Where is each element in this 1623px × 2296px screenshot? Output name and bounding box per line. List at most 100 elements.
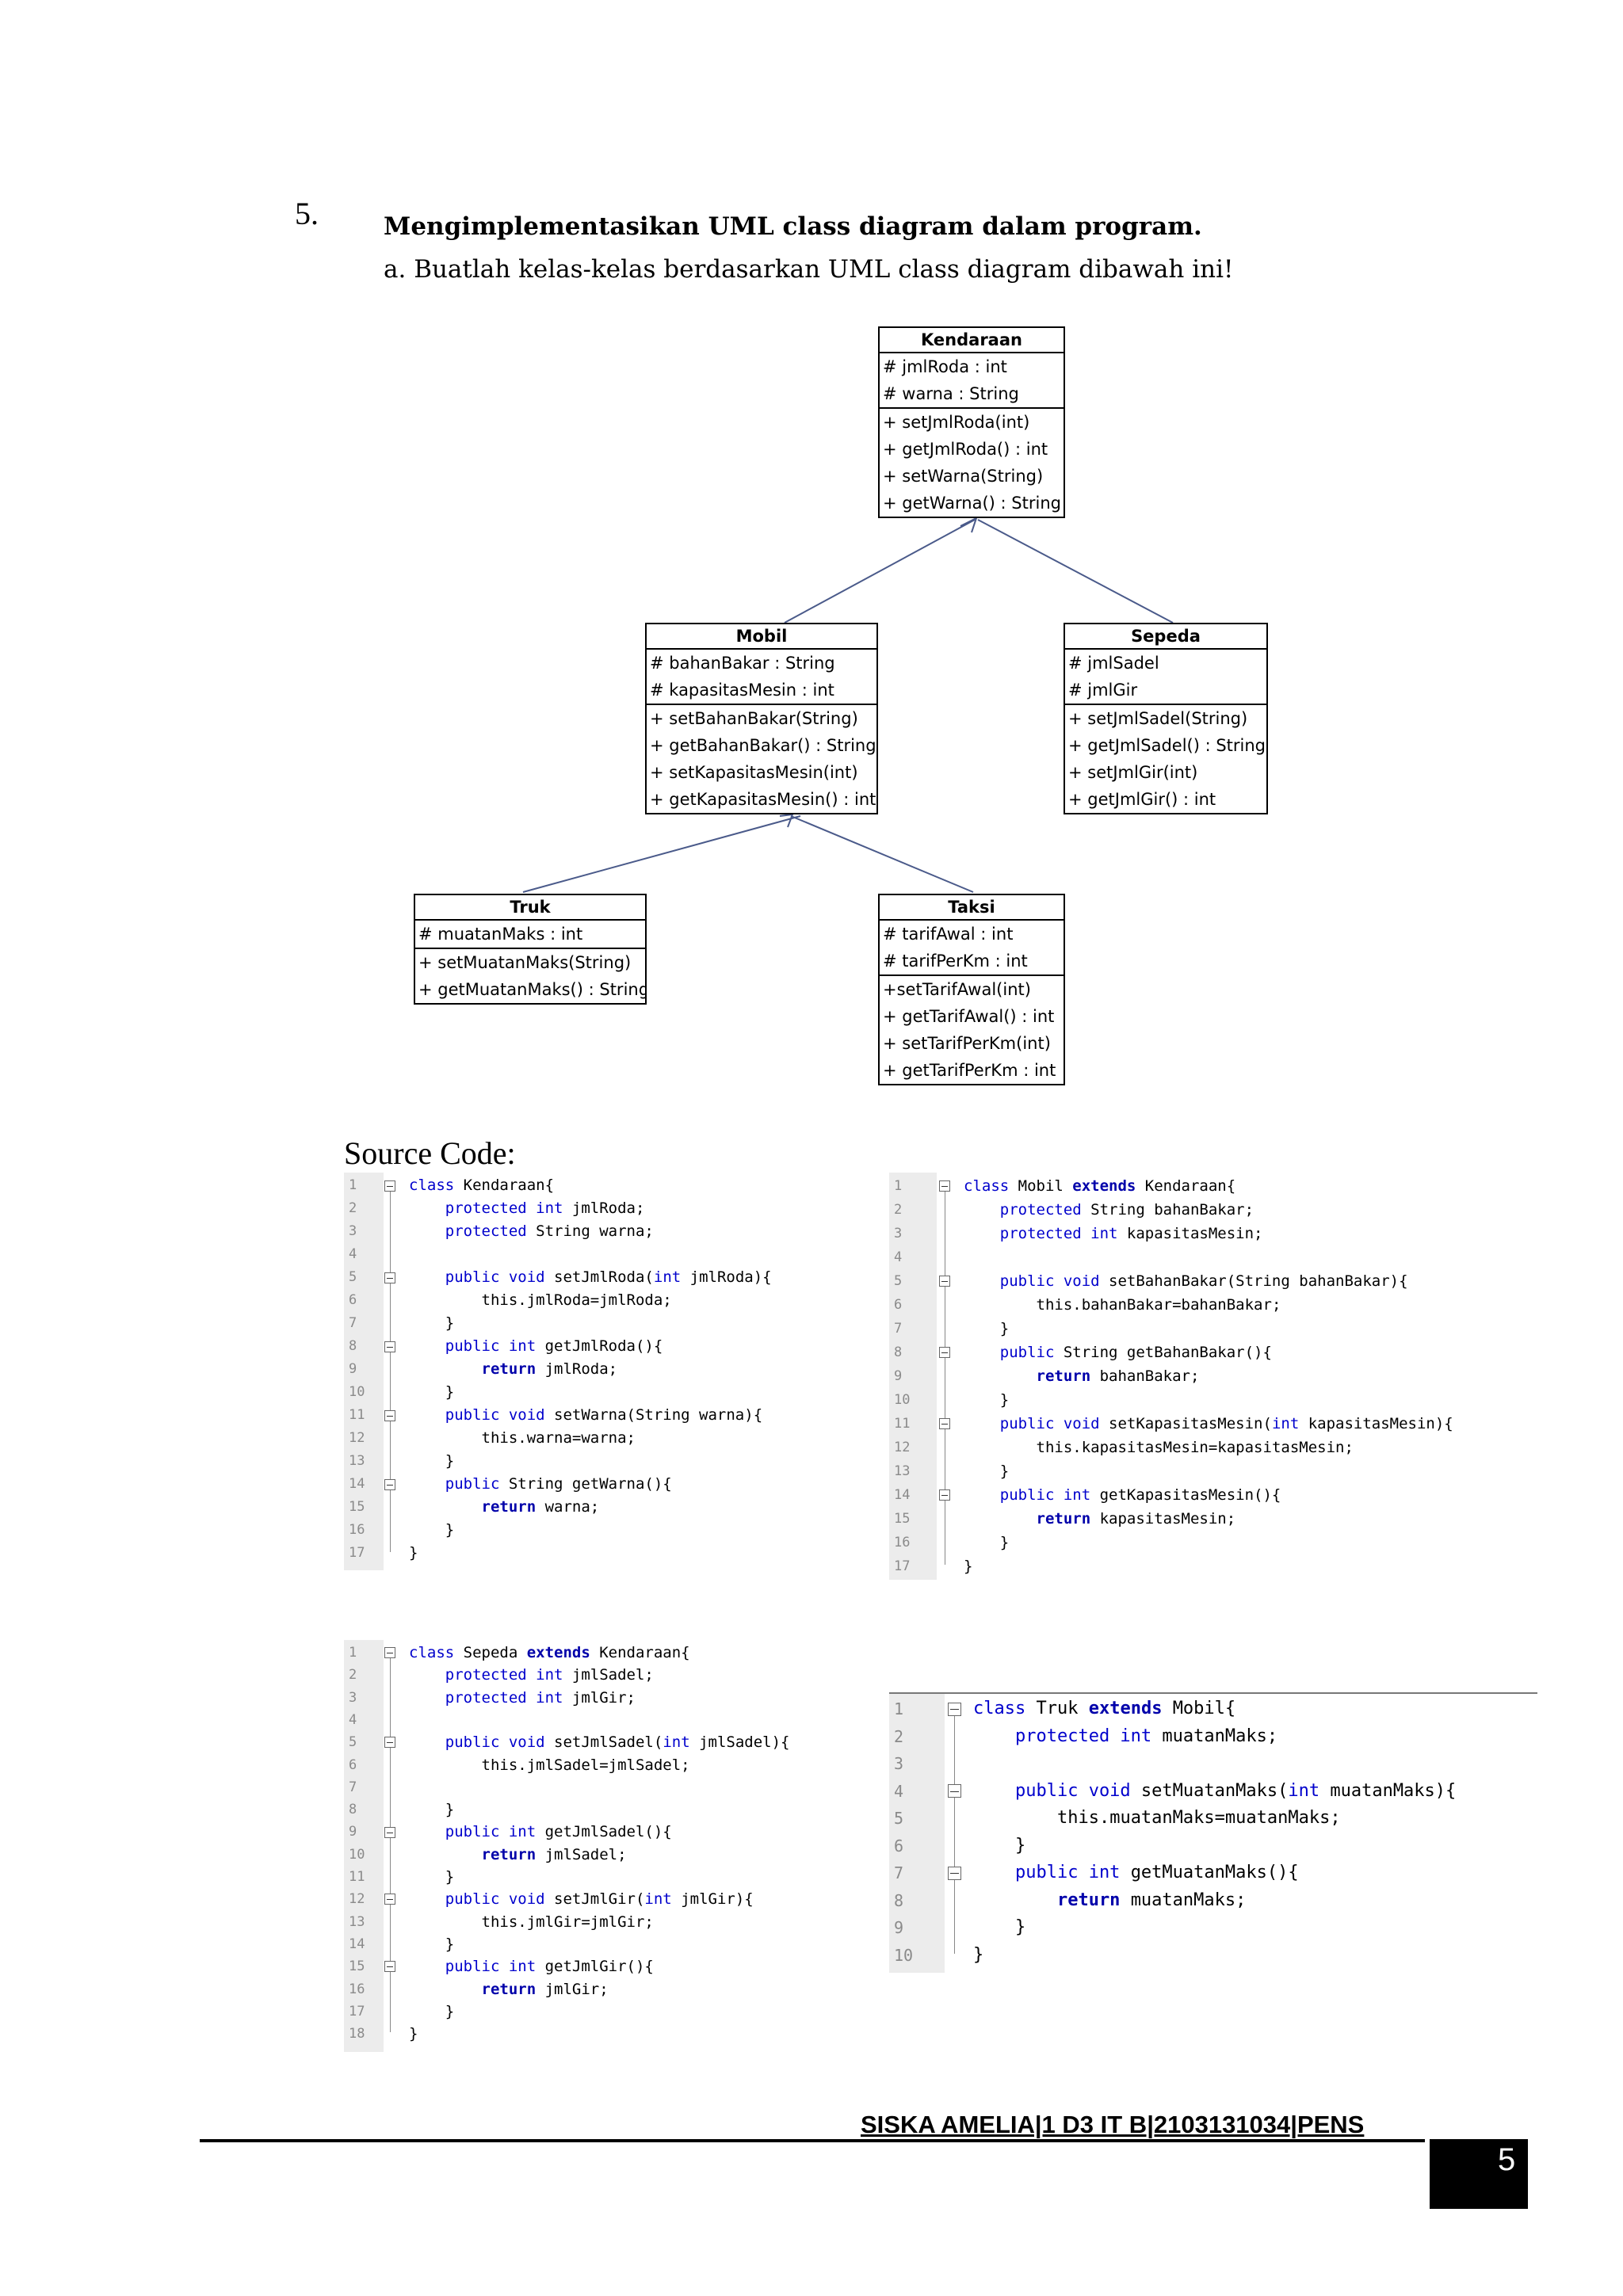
collapse-toggle-icon[interactable] bbox=[384, 1647, 395, 1659]
kendaraan-arrowhead bbox=[960, 517, 978, 533]
collapse-toggle-icon[interactable] bbox=[947, 1784, 961, 1798]
line-number: 2 bbox=[349, 1200, 357, 1216]
uml-attribute: # bahanBakar : String bbox=[650, 654, 835, 673]
uml-method: + setTarifPerKm(int) bbox=[883, 1034, 1051, 1053]
line-number: 7 bbox=[894, 1863, 904, 1882]
code-line: 16 return jmlGir; bbox=[344, 1978, 835, 2000]
code-text: protected int kapasitasMesin; bbox=[964, 1225, 1263, 1242]
code-text: return jmlSadel; bbox=[409, 1845, 627, 1863]
uml-method: + getWarna() : String bbox=[883, 494, 1061, 513]
line-number: 1 bbox=[894, 1699, 904, 1718]
uml-class-taksi: Taksi # tarifAwal : int # tarifPerKm : i… bbox=[878, 894, 1065, 1085]
code-text: public void setKapasitasMesin(int kapasi… bbox=[964, 1415, 1453, 1432]
collapse-toggle-icon[interactable] bbox=[947, 1702, 961, 1716]
code-text: public void setJmlRoda(int jmlRoda){ bbox=[409, 1268, 772, 1286]
collapse-toggle-icon[interactable] bbox=[947, 1866, 961, 1880]
code-line: 12 this.warna=warna; bbox=[344, 1427, 835, 1450]
line-number: 17 bbox=[349, 1545, 365, 1561]
collapse-toggle-icon[interactable] bbox=[384, 1409, 395, 1421]
collapse-toggle-icon[interactable] bbox=[939, 1180, 950, 1192]
code-line: 10 return jmlSadel; bbox=[344, 1844, 835, 1866]
code-text: public void setJmlSadel(int jmlSadel){ bbox=[409, 1733, 790, 1752]
code-line: 3 protected int jmlGir; bbox=[344, 1687, 835, 1709]
line-number: 17 bbox=[894, 1558, 911, 1574]
uml-attribute: # muatanMaks : int bbox=[418, 925, 583, 944]
code-text: } bbox=[973, 1917, 1026, 1937]
source-code-label: Source Code: bbox=[344, 1135, 516, 1171]
code-text: protected String warna; bbox=[409, 1222, 654, 1240]
line-number: 13 bbox=[894, 1463, 911, 1479]
code-line: 2 protected int jmlSadel; bbox=[344, 1664, 835, 1686]
code-line: 7 } bbox=[889, 1317, 1539, 1341]
collapse-toggle-icon[interactable] bbox=[384, 1341, 395, 1352]
code-text: } bbox=[409, 1521, 455, 1539]
line-number: 10 bbox=[349, 1384, 365, 1400]
code-line: 13 this.jmlGir=jmlGir; bbox=[344, 1911, 835, 1933]
collapse-toggle-icon[interactable] bbox=[384, 1826, 395, 1838]
collapse-toggle-icon[interactable] bbox=[939, 1347, 950, 1358]
line-number: 2 bbox=[894, 1726, 904, 1746]
line-number-gutter bbox=[344, 1640, 384, 2052]
collapse-toggle-icon[interactable] bbox=[384, 1180, 395, 1192]
code-line: 18} bbox=[344, 2023, 835, 2045]
code-line: 17 } bbox=[344, 2000, 835, 2023]
code-line: 17} bbox=[889, 1554, 1539, 1578]
line-number: 5 bbox=[349, 1734, 357, 1751]
code-text: this.kapasitasMesin=kapasitasMesin; bbox=[964, 1439, 1354, 1456]
uml-attributes: # tarifAwal : int # tarifPerKm : int bbox=[880, 921, 1064, 976]
code-line: 2 protected String bahanBakar; bbox=[889, 1198, 1539, 1222]
code-text: } bbox=[409, 1868, 455, 1886]
code-line: 15 return warna; bbox=[344, 1496, 835, 1519]
uml-method: + getTarifAwal() : int bbox=[883, 1007, 1055, 1026]
uml-methods: +setTarifAwal(int) + getTarifAwal() : in… bbox=[880, 976, 1064, 1084]
uml-method: + getKapasitasMesin() : int bbox=[650, 790, 876, 809]
uml-attribute: # tarifPerKm : int bbox=[883, 952, 1028, 971]
code-text: } bbox=[964, 1320, 1010, 1337]
line-number: 3 bbox=[349, 1223, 357, 1239]
code-text: } bbox=[409, 1452, 455, 1470]
code-line: 3 protected int kapasitasMesin; bbox=[889, 1222, 1539, 1245]
collapse-toggle-icon[interactable] bbox=[384, 1737, 395, 1749]
code-line: 5 public void setJmlSadel(int jmlSadel){ bbox=[344, 1731, 835, 1753]
collapse-toggle-icon[interactable] bbox=[939, 1489, 950, 1501]
uml-attribute: # jmlRoda : int bbox=[883, 357, 1007, 376]
line-number: 6 bbox=[894, 1297, 903, 1313]
collapse-toggle-icon[interactable] bbox=[939, 1418, 950, 1429]
line-number: 4 bbox=[894, 1781, 904, 1801]
line-number: 10 bbox=[894, 1945, 914, 1965]
uml-method: + setKapasitasMesin(int) bbox=[650, 763, 858, 782]
code-text: class Truk extends Mobil{ bbox=[973, 1699, 1236, 1718]
line-number: 14 bbox=[894, 1487, 911, 1503]
uml-method: +setTarifAwal(int) bbox=[883, 980, 1031, 999]
code-text: } bbox=[973, 1835, 1026, 1855]
code-text: public int getJmlGir(){ bbox=[409, 1958, 654, 1976]
code-line: 2 protected int jmlRoda; bbox=[344, 1197, 835, 1220]
collapse-toggle-icon[interactable] bbox=[939, 1276, 950, 1287]
code-text: } bbox=[409, 1935, 455, 1953]
code-line: 7 public int getMuatanMaks(){ bbox=[889, 1859, 1537, 1887]
collapse-toggle-icon[interactable] bbox=[384, 1961, 395, 1973]
line-number: 8 bbox=[349, 1802, 357, 1818]
line-number: 5 bbox=[894, 1273, 903, 1289]
code-text: } bbox=[964, 1534, 1010, 1551]
uml-methods: + setJmlRoda(int) + getJmlRoda() : int +… bbox=[880, 409, 1064, 517]
line-number: 1 bbox=[349, 1177, 357, 1193]
uml-method: + getJmlRoda() : int bbox=[883, 440, 1048, 459]
collapse-toggle-icon[interactable] bbox=[384, 1478, 395, 1490]
code-text: return jmlGir; bbox=[409, 1980, 609, 1998]
uml-class-name: Kendaraan bbox=[880, 328, 1064, 353]
sepeda-to-kendaraan-line bbox=[977, 519, 1174, 624]
uml-class-name: Sepeda bbox=[1065, 624, 1266, 650]
question-instruction: a. Buatlah kelas-kelas berdasarkan UML c… bbox=[384, 255, 1234, 284]
code-text: this.muatanMaks=muatanMaks; bbox=[973, 1808, 1341, 1828]
collapse-toggle-icon[interactable] bbox=[384, 1272, 395, 1283]
uml-attribute: # tarifAwal : int bbox=[883, 925, 1014, 944]
collapse-toggle-icon[interactable] bbox=[384, 1894, 395, 1905]
code-text: } bbox=[409, 2002, 455, 2020]
uml-attributes: # muatanMaks : int bbox=[415, 921, 645, 949]
